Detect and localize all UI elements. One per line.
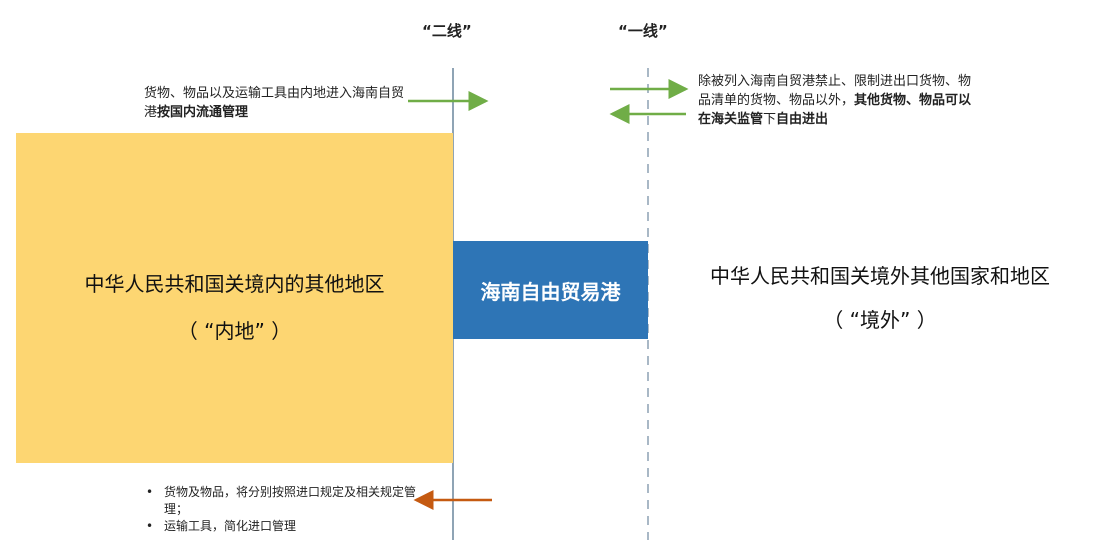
inland-region-box xyxy=(16,133,453,463)
hainan-port-box: 海南自由贸易港 xyxy=(453,241,648,339)
right-note-bold-1: 其他货物、物品可以在海关监管 xyxy=(698,93,972,127)
right-note-bold-2: 自由进出 xyxy=(776,112,829,127)
second-line-label: “二线” xyxy=(422,22,472,40)
abroad-region-subtitle: （ “境外” ） xyxy=(823,308,937,332)
bottom-note-item: 运输工具，简化进口管理 xyxy=(140,518,420,535)
hainan-port-title: 海南自由贸易港 xyxy=(480,279,621,304)
bottom-notes-list: 货物及物品，将分别按照进口规定及相关规定管理； 运输工具，简化进口管理 xyxy=(140,484,420,535)
inland-region-subtitle: （ “内地” ） xyxy=(177,319,292,343)
right-note-text-2: 下 xyxy=(763,112,777,127)
bottom-note-item: 货物及物品，将分别按照进口规定及相关规定管理； xyxy=(140,484,420,518)
right-top-note: 除被列入海南自贸港禁止、限制进出口货物、物品清单的货物、物品以外，其他货物、物品… xyxy=(698,72,978,129)
inland-region-title: 中华人民共和国关境内的其他地区 xyxy=(84,272,385,296)
left-note-bold: 按国内流通管理 xyxy=(157,105,249,120)
abroad-region-title: 中华人民共和国关境外其他国家和地区 xyxy=(710,264,1050,288)
first-line-label: “一线” xyxy=(618,22,668,40)
left-note-text: 货物、物品以及运输工具由内地进入海南自贸港 xyxy=(144,86,405,120)
right-note-text: 除被列入海南自贸港禁止、限制进出口货物、物品清单的货物、物品以外， xyxy=(698,74,972,108)
left-top-note: 货物、物品以及运输工具由内地进入海南自贸港按国内流通管理 xyxy=(144,84,406,122)
